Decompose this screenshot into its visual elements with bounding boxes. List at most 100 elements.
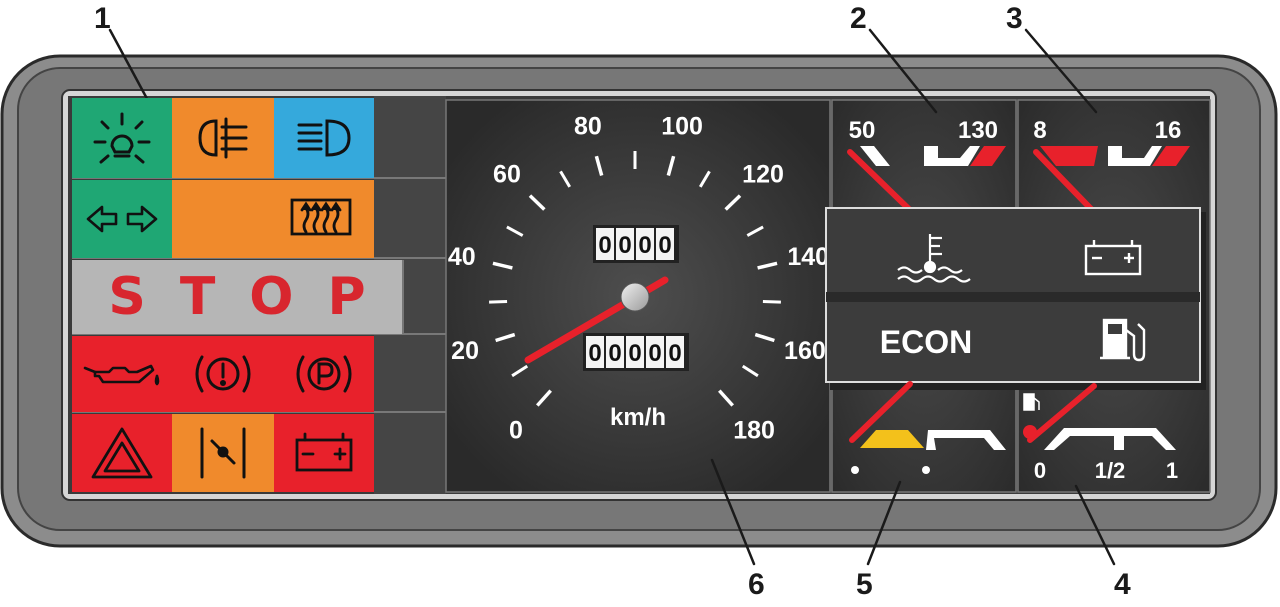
temperature-high-label: 130 (958, 117, 998, 144)
econ-indicator: ECON (838, 306, 1014, 378)
parking-brake-lamp (274, 336, 374, 412)
fuel-needle (1027, 383, 1097, 443)
odometer-digit-cell (596, 228, 614, 260)
stop-label: STOP (108, 267, 400, 327)
parking-brake-icon (296, 355, 352, 393)
temperature-low-label: 50 (849, 117, 876, 144)
turn-signal-icon (86, 205, 158, 233)
speedometer-tick (757, 261, 778, 270)
callout-5: 5 (856, 568, 873, 601)
voltmeter-low-zone (1040, 146, 1098, 166)
speedometer-tick (489, 299, 508, 304)
voltmeter-needle (1033, 149, 1097, 215)
speedometer-scale-label: 140 (787, 243, 829, 271)
speedometer-scale-label: 60 (493, 160, 521, 188)
speedometer-tick (762, 299, 781, 304)
odometer-digit: 0 (588, 340, 601, 367)
choke-icon (200, 427, 246, 479)
brake-warning-icon (195, 355, 251, 393)
speed-unit-label: km/h (610, 404, 666, 431)
oil-level-normal-mark (926, 430, 1006, 450)
speedometer-scale-label: 160 (784, 337, 826, 365)
speedometer-scale-label: 80 (574, 112, 602, 140)
high-beam-icon (297, 119, 351, 157)
temperature-needle (847, 149, 915, 215)
speedometer-tick (741, 364, 759, 378)
odometer-digit-cell (646, 336, 664, 368)
high-beam-lamp (274, 98, 374, 178)
speedometer-scale-label: 100 (661, 112, 703, 140)
oil-pressure-lamp (72, 336, 172, 412)
speedometer-tick (754, 332, 775, 343)
voltmeter-normal-mark (1108, 146, 1162, 166)
rear-window-heater-lamp (172, 180, 374, 258)
temperature-cold-mark (860, 146, 890, 166)
side-lights-lamp (72, 98, 172, 178)
speedometer-tick (506, 225, 524, 237)
odometer-digit-cell (586, 336, 604, 368)
rear-fog-light-icon (198, 117, 248, 159)
oil-pressure-icon (83, 364, 160, 386)
odometer-digit: 0 (658, 232, 671, 259)
odometer-digit: 0 (598, 232, 611, 259)
speedometer-scale-label: 0 (509, 416, 523, 444)
hazard-warning-lamp (72, 414, 172, 492)
odometer-digit: 0 (668, 340, 681, 367)
odometer-digit: 0 (618, 232, 631, 259)
stop-lamp: STOP (72, 260, 404, 334)
odometer-digit: 0 (648, 340, 661, 367)
callout-leader-lines (108, 28, 1116, 566)
coolant-temperature-icon (897, 234, 971, 283)
voltmeter-low-label: 8 (1033, 117, 1046, 144)
voltmeter-high-zone (1152, 146, 1190, 166)
temperature-normal-mark (924, 146, 980, 166)
speedometer-ticks (489, 151, 781, 407)
hazard-warning-icon (91, 427, 153, 479)
rear-fog-light-lamp (172, 98, 274, 178)
needle-hub (620, 282, 650, 312)
callout-2: 2 (850, 2, 867, 35)
fuel-reserve-lamp (1023, 425, 1037, 439)
battery-icon (1084, 240, 1142, 276)
speedometer-tick (718, 389, 734, 407)
speedometer-scale-label: 120 (742, 160, 784, 188)
oil-level-dot-right (922, 466, 930, 474)
battery-charge-icon (295, 432, 353, 472)
fuel-scale-label: 1/2 (1095, 458, 1126, 483)
indicator-panel-gap (826, 292, 1200, 302)
battery-charge-lamp (274, 414, 374, 492)
lamp-separators (72, 177, 446, 413)
speedometer-tick (495, 332, 516, 343)
choke-lamp (172, 414, 274, 492)
fuel-scale-labels: 0 1/2 1 (1034, 458, 1178, 483)
fuel-scale-mark (1044, 428, 1176, 450)
oil-level-dot-left (851, 466, 859, 474)
fuel-scale-label: 1 (1166, 458, 1178, 483)
callout-6: 6 (748, 568, 765, 601)
speedometer-tick (492, 261, 513, 270)
odometer-digit-cell (636, 228, 654, 260)
odometer-digit-cell (626, 336, 644, 368)
odometer-digit-cell (616, 228, 634, 260)
brake-warning-lamp (172, 336, 274, 412)
fuel-pump-icon (1100, 318, 1146, 362)
speedometer-tick (594, 155, 604, 176)
callout-4: 4 (1114, 568, 1131, 601)
speedometer-tick (536, 389, 552, 407)
temperature-hot-mark (970, 146, 1006, 166)
speedometer-tick (698, 170, 711, 188)
speedometer-tick (666, 155, 676, 176)
speedometer-scale-label: 20 (451, 337, 479, 365)
fuel-scale-label: 0 (1034, 458, 1046, 483)
speedometer-tick (724, 194, 742, 211)
speedometer-scale-label: 180 (733, 416, 775, 444)
econ-label: ECON (879, 323, 973, 360)
voltmeter-high-label: 16 (1155, 117, 1182, 144)
side-lights-icon (93, 112, 151, 164)
speedometer-tick (746, 225, 764, 237)
callout-1: 1 (94, 2, 111, 35)
